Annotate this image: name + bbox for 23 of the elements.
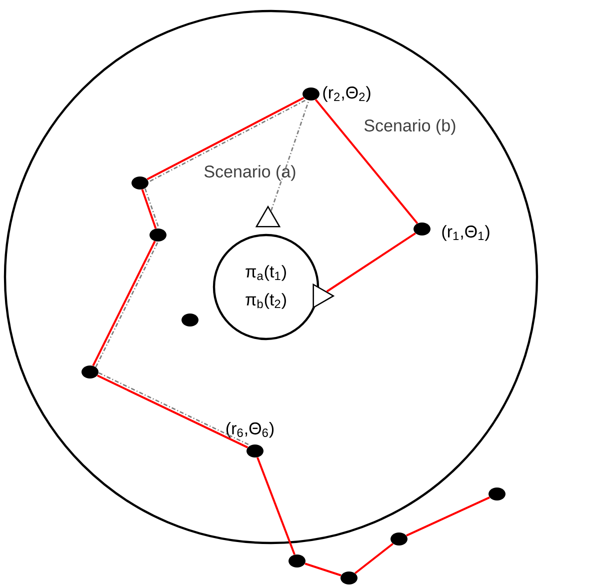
dot (340, 572, 358, 584)
dot (82, 366, 98, 378)
dot (488, 488, 506, 500)
connector-line (270, 100, 310, 212)
connector-line (256, 457, 296, 555)
dot (182, 314, 198, 326)
dot (390, 532, 408, 546)
dot (288, 554, 306, 568)
connector-line (354, 542, 394, 574)
coordinate-label: (r$_{2}$,Θ$_{2}$) (323, 86, 370, 102)
coordinate-label: (r$_{1}$,Θ$_{1}$) (442, 225, 490, 241)
connector-line (406, 496, 490, 536)
dot (150, 228, 166, 242)
connector-line (304, 562, 342, 576)
coordinate-label: (r$_{6}$,Θ$_{6}$) (226, 422, 274, 438)
scenario-label: Scenario (a) (204, 165, 296, 181)
scenario-label: Scenario (b) (364, 119, 456, 135)
connector-line (141, 189, 157, 229)
outer-circle (4, 10, 538, 544)
connector-line (326, 232, 416, 292)
connector-line (314, 99, 418, 224)
connector-line (144, 188, 160, 228)
dot (132, 176, 148, 190)
